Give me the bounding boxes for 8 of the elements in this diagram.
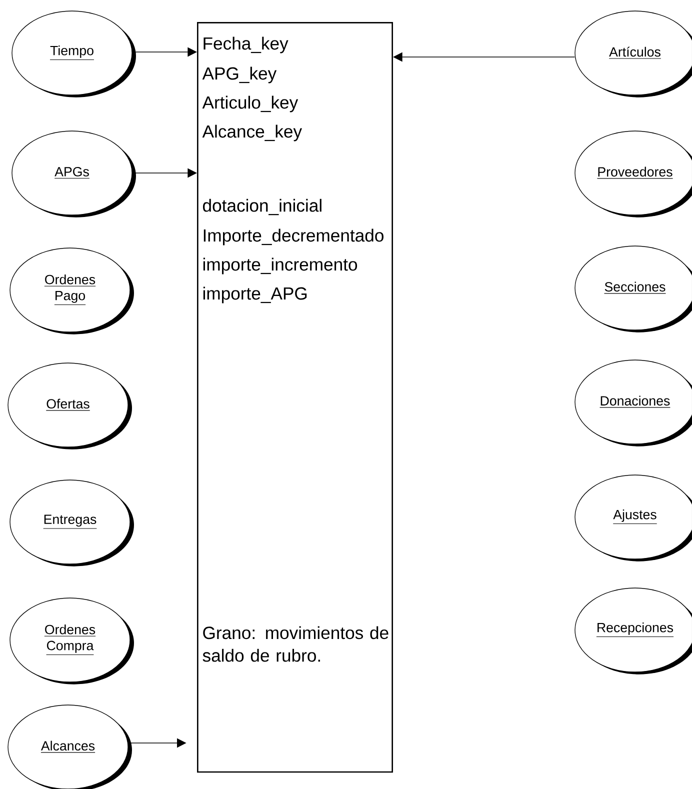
- node-label: Proveedores: [598, 166, 672, 177]
- fact-table-box: Fecha_key APG_key Articulo_key Alcance_key dotacion_inicial Importe_decrementado importe_incremento importe_APG Grano: movimientos de saldo de rubro.: [197, 22, 393, 773]
- node-label: Alcances: [40, 740, 95, 751]
- node-label: Ajustes: [613, 509, 656, 522]
- node-label: Secciones: [604, 282, 666, 292]
- node-label: Artículos: [609, 46, 660, 57]
- node-label: Donaciones: [600, 396, 670, 406]
- node-label: Recepciones: [598, 622, 674, 635]
